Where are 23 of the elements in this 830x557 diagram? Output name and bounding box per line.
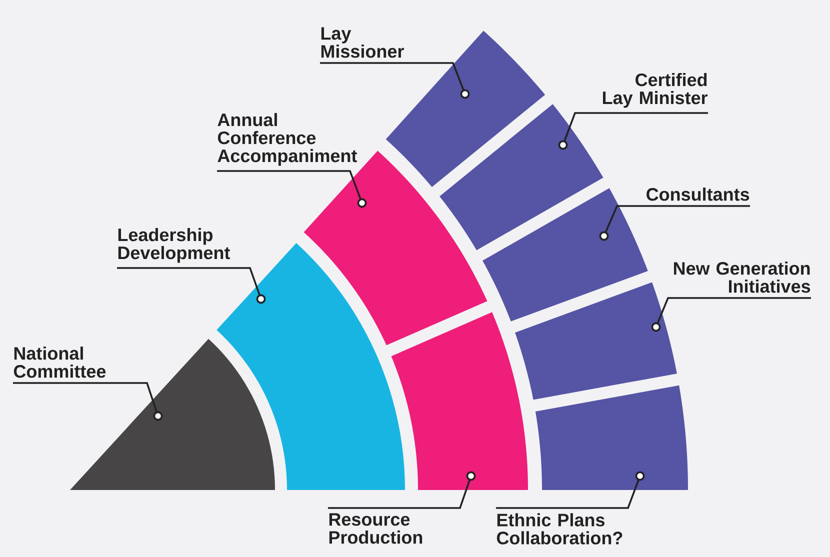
leader-line [320, 62, 470, 99]
sector [515, 282, 677, 400]
label: Resource Production [329, 513, 422, 544]
leader-line [651, 297, 811, 332]
label: Leadership Development [118, 228, 230, 263]
label: Annual Conference Accompaniment [218, 113, 357, 166]
label: National Committee [14, 346, 106, 378]
label: Lay Missioner [321, 27, 404, 58]
leader-line [496, 471, 645, 509]
leader-line [217, 170, 367, 208]
label: Certified Lay Minister [602, 73, 708, 108]
sector [440, 104, 604, 250]
leader-line [599, 205, 750, 241]
leader-line [558, 112, 708, 150]
label: Consultants [646, 188, 750, 201]
leader-line [13, 382, 163, 421]
leader-line [328, 471, 476, 509]
sector [482, 188, 648, 322]
sector [535, 385, 688, 490]
leader-line [117, 267, 266, 304]
sector [391, 312, 528, 490]
label: New Generation Initiatives [674, 262, 810, 293]
label: Ethnic Plans Collaboration? [496, 513, 622, 544]
